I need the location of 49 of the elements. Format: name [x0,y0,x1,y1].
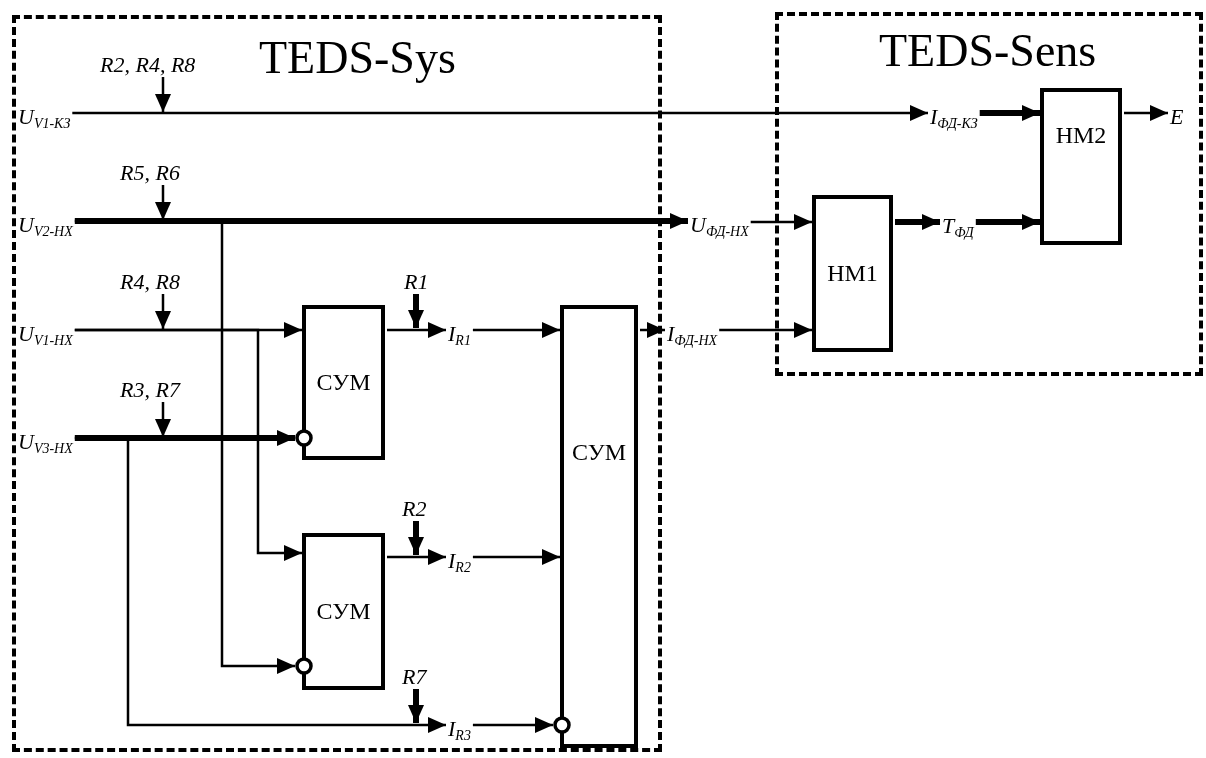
arrow [895,214,940,230]
arrow [387,549,446,565]
summator-block: СУМ [302,305,385,460]
arrow [979,105,1040,121]
arrow [408,521,424,555]
arrow [74,328,302,561]
resistor-label: R7 [402,666,427,688]
resistor-label: R1 [404,271,429,293]
arrow [472,717,553,733]
arrow [975,214,1040,230]
function-block: НМ2 [1040,88,1122,245]
arrow [387,322,446,338]
arrow [74,436,446,733]
arrow [408,689,424,723]
arrow [408,294,424,328]
arrow [155,402,171,437]
resistor-label: R2, R4, R8 [100,54,196,76]
resistor-label: R5, R6 [120,162,180,184]
summator-block: СУМ [302,533,385,690]
signal-label: U$_{V3-НХ}$ [18,431,73,453]
signal-label: E [1170,106,1184,128]
arrow [640,322,665,338]
function-block: НМ1 [812,195,893,352]
arrow [74,213,688,229]
arrow [72,105,928,121]
arrow [155,185,171,220]
arrow [1124,105,1168,121]
dashed-group-frame [775,12,1203,376]
arrow [74,430,295,446]
signal-label: I$_{R3}$ [448,718,471,740]
arrow [750,214,812,230]
signal-label: U$_{V1-КЗ}$ [18,106,71,128]
group-title: TEDS-Sens [879,28,1097,74]
group-title: TEDS-Sys [259,35,456,81]
signal-label: U$_{V2-НХ}$ [18,214,73,236]
arrow [719,322,812,338]
dashed-group-frame [12,15,662,752]
arrow [74,219,295,674]
arrow [155,77,171,112]
arrow [472,549,560,565]
signal-label: I$_{R1}$ [448,323,471,345]
arrow [472,322,560,338]
signal-label: U$_{V1-НХ}$ [18,323,73,345]
signal-label: I$_{R2}$ [448,550,471,572]
resistor-label: R2 [402,498,427,520]
resistor-label: R3, R7 [120,379,180,401]
resistor-label: R4, R8 [120,271,180,293]
summator-block: СУМ [560,305,638,748]
arrow [155,294,171,329]
